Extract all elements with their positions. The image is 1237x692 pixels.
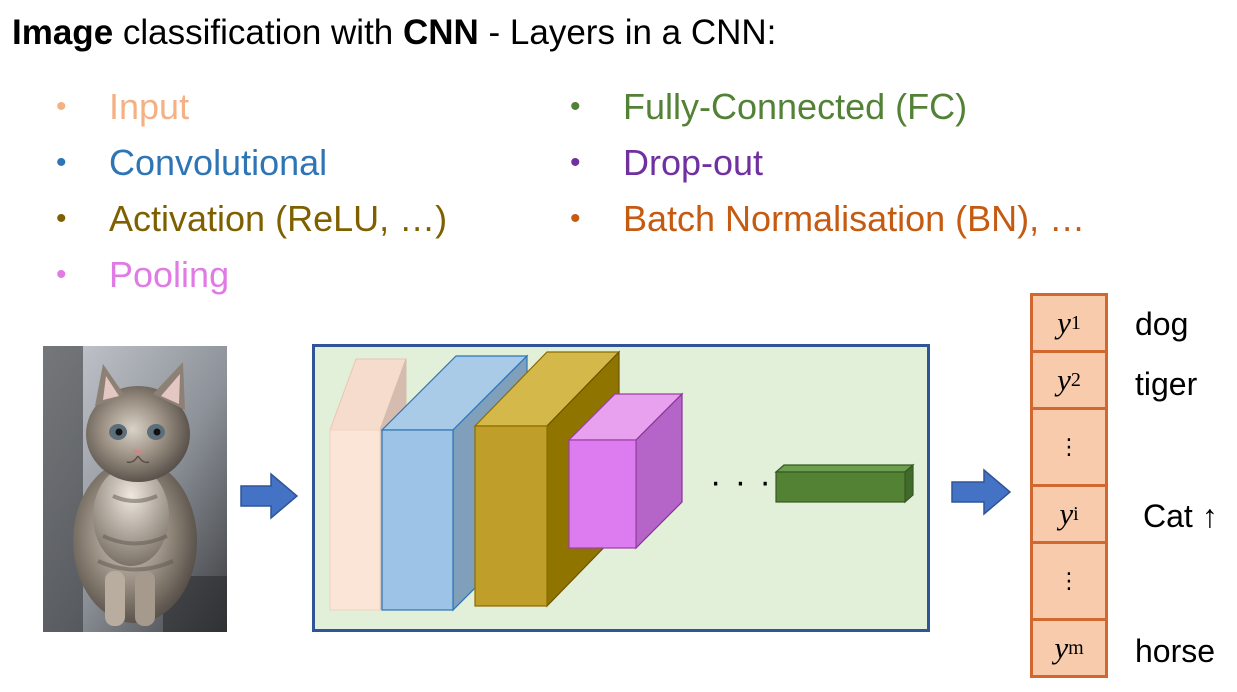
layer-item-activation: • Activation (ReLU, …) xyxy=(56,191,448,247)
layer-list-left: • Input • Convolutional • Activation (Re… xyxy=(56,79,448,303)
output-subscript: i xyxy=(1073,502,1079,525)
layer-label-fully-connected: Fully-Connected (FC) xyxy=(623,86,968,127)
right-arrow-icon xyxy=(240,472,299,520)
layer-item-convolutional: • Convolutional xyxy=(56,135,447,191)
class-label-dog: dog xyxy=(1135,306,1189,342)
output-cell-dots: ⋮ xyxy=(1030,407,1108,487)
title-bold-cnn: CNN xyxy=(402,13,479,52)
layer-label-drop-out: Drop-out xyxy=(623,142,764,183)
bullet-icon: • xyxy=(570,146,581,179)
class-label-tiger: tiger xyxy=(1135,366,1198,402)
layer-list-right: • Fully-Connected (FC) • Drop-out • Batc… xyxy=(570,79,1086,247)
layer-label-activation: Activation (ReLU, …) xyxy=(109,198,448,239)
bullet-icon: • xyxy=(56,258,67,291)
layer-item-input: • Input xyxy=(56,79,447,135)
pooling-layer-block xyxy=(567,392,684,550)
output-symbol: y xyxy=(1054,630,1069,665)
slide-title: Image classification with CNN - Layers i… xyxy=(12,6,776,60)
title-bold-image: Image xyxy=(12,13,114,52)
layer-label-batch-norm: Batch Normalisation (BN), … xyxy=(623,198,1086,239)
output-symbol: y xyxy=(1057,305,1071,340)
cat-photo-image xyxy=(43,346,227,632)
output-subscript: 2 xyxy=(1070,368,1081,391)
vertical-dots-icon: ⋮ xyxy=(1058,568,1080,594)
bullet-icon: • xyxy=(570,90,581,123)
output-symbol: y xyxy=(1059,496,1074,531)
output-symbol: y xyxy=(1057,362,1071,397)
output-cell-dots: ⋮ xyxy=(1030,541,1108,621)
layer-label-convolutional: Convolutional xyxy=(109,142,328,183)
vertical-dots-icon: ⋮ xyxy=(1058,434,1080,460)
layer-item-batch-norm: • Batch Normalisation (BN), … xyxy=(570,191,1086,247)
class-label-horse: horse xyxy=(1135,633,1216,669)
layer-label-pooling: Pooling xyxy=(109,254,230,295)
output-subscript: 1 xyxy=(1070,311,1081,334)
title-text-1: classification with xyxy=(113,13,403,52)
right-arrow-icon xyxy=(951,468,1012,516)
layer-item-pooling: • Pooling xyxy=(56,247,447,303)
title-text-2: - Layers in a CNN: xyxy=(478,13,777,52)
layer-item-drop-out: • Drop-out xyxy=(570,135,1085,191)
bullet-icon: • xyxy=(570,202,581,235)
bullet-icon: • xyxy=(56,90,67,123)
fully-connected-layer-block xyxy=(774,463,915,504)
layer-item-fully-connected: • Fully-Connected (FC) xyxy=(570,79,1085,135)
layer-label-input: Input xyxy=(109,86,190,127)
output-subscript: m xyxy=(1068,636,1084,659)
bullet-icon: • xyxy=(56,202,67,235)
class-label-cat: Cat ↑ xyxy=(1143,498,1218,534)
more-layers-ellipsis: · · · xyxy=(710,463,773,501)
bullet-icon: • xyxy=(56,146,67,179)
